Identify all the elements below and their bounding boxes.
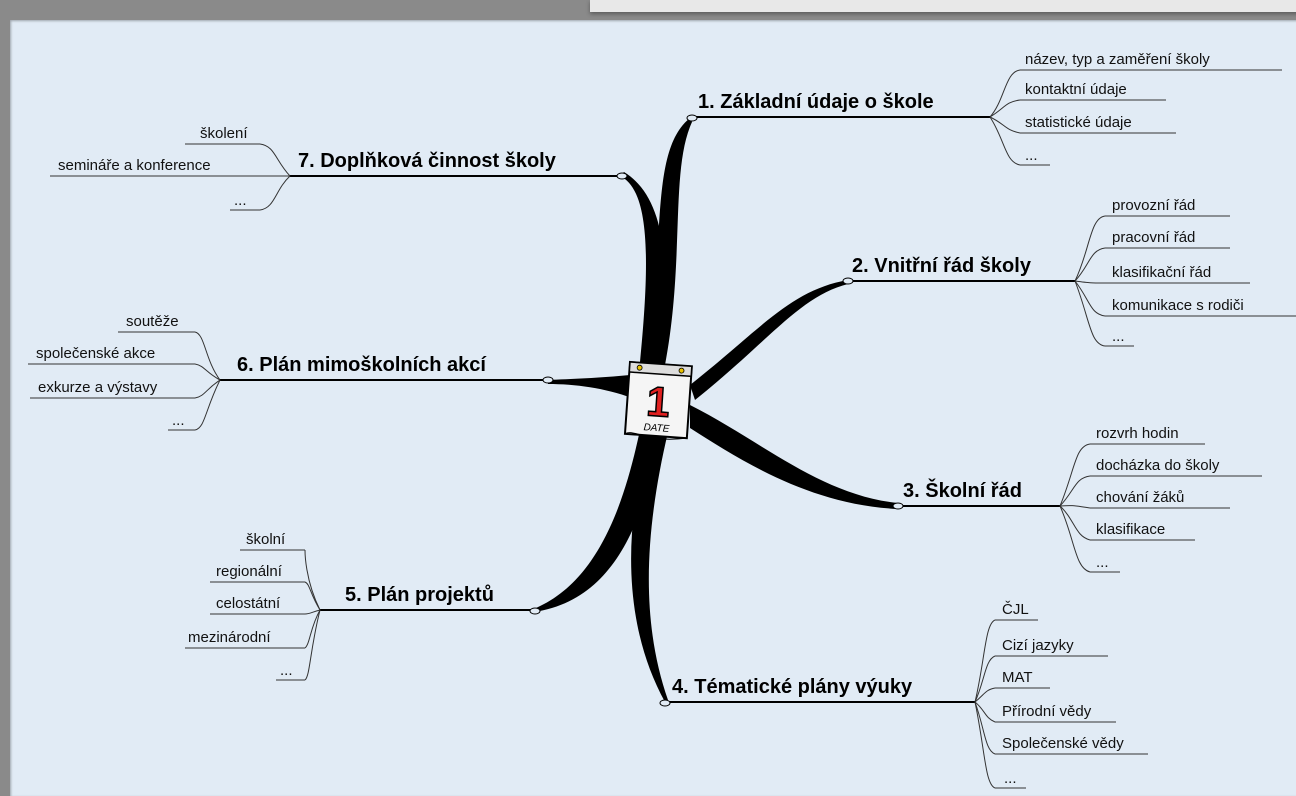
branch-title-6: 6. Plán mimoškolních akcí xyxy=(237,354,487,376)
leaf-3-4: klasifikace xyxy=(1096,521,1165,538)
leaf-5-4: mezinárodní xyxy=(188,629,271,646)
leaf-1-3: statistické údaje xyxy=(1025,114,1132,131)
leaf-2-4: komunikace s rodiči xyxy=(1112,297,1244,314)
connector-3 xyxy=(690,405,898,509)
leaf-4-6: ... xyxy=(1004,770,1017,787)
connector-2 xyxy=(690,280,848,400)
leaf-6-2: společenské akce xyxy=(36,345,155,362)
leaf-3-2: docházka do školy xyxy=(1096,457,1220,474)
branch-title-4: 4. Tématické plány výuky xyxy=(672,676,913,698)
branch-title-1: 1. Základní údaje o škole xyxy=(698,91,934,113)
branch-title-3: 3. Školní řád xyxy=(903,478,1022,502)
leaf-1-4: ... xyxy=(1025,147,1038,164)
leaf-2-1: provozní řád xyxy=(1112,197,1195,214)
top-tab-strip xyxy=(590,0,1296,12)
branch-title-2: 2. Vnitřní řád školy xyxy=(852,255,1032,277)
leaf-2-3: klasifikační řád xyxy=(1112,264,1211,281)
leaf-3-5: ... xyxy=(1096,554,1109,571)
calendar-label: DATE xyxy=(643,422,670,435)
branch-title-5: 5. Plán projektů xyxy=(345,584,494,606)
leaf-7-2: semináře a konference xyxy=(58,157,211,174)
leaf-4-4: Přírodní vědy xyxy=(1002,703,1092,720)
leaf-7-3: ... xyxy=(234,192,247,209)
leaf-3-3: chování žáků xyxy=(1096,489,1184,506)
connector-4 xyxy=(631,432,668,702)
leaf-3-1: rozvrh hodin xyxy=(1096,425,1179,442)
leaf-5-2: regionální xyxy=(216,563,283,580)
leaf-5-3: celostátní xyxy=(216,595,281,612)
leaf-6-1: soutěže xyxy=(126,313,179,330)
leaf-7-1: školení xyxy=(200,125,248,142)
leaf-1-2: kontaktní údaje xyxy=(1025,81,1127,98)
connectors xyxy=(534,118,898,702)
leaf-4-1: ČJL xyxy=(1002,601,1029,618)
branch-knobs xyxy=(529,114,904,707)
leaf-2-2: pracovní řád xyxy=(1112,229,1195,246)
connector-7 xyxy=(620,172,666,365)
connector-6 xyxy=(548,375,632,398)
branch-underlines xyxy=(220,116,1075,703)
leaf-1-1: název, typ a zaměření školy xyxy=(1025,51,1210,68)
leaf-5-5: ... xyxy=(280,662,293,679)
leaf-2-5: ... xyxy=(1112,328,1125,345)
leaf-5-1: školní xyxy=(246,531,286,548)
calendar-day: 1 xyxy=(645,377,672,426)
leaf-4-5: Společenské vědy xyxy=(1002,735,1124,752)
branch-title-7: 7. Doplňková činnost školy xyxy=(298,150,557,172)
leaf-4-2: Cizí jazyky xyxy=(1002,637,1074,654)
leaf-4-3: MAT xyxy=(1002,669,1033,686)
leaf-underlines xyxy=(28,69,1296,789)
leaf-6-4: ... xyxy=(172,412,185,429)
calendar-page-icon: 1 DATE xyxy=(623,360,693,440)
leaf-6-3: exkurze a výstavy xyxy=(38,379,158,396)
leaf-curves xyxy=(194,69,1106,789)
